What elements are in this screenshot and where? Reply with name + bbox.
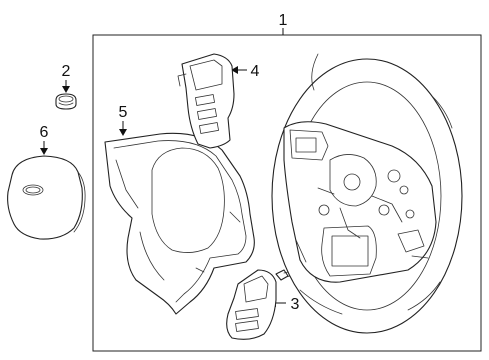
callout-4-switch: 4 [231,63,260,80]
arrowhead-4 [231,66,238,74]
callout-2-screw: 2 [62,63,71,93]
steering-wheel [271,53,463,334]
assembly-frame [92,34,482,352]
callout-label-2: 2 [62,63,71,80]
airbag-module [7,155,86,240]
callout-1-steering-wheel: 1 [279,12,288,35]
switch-assembly-left [177,53,235,149]
callout-label-1: 1 [279,12,288,29]
callout-label-3: 3 [291,296,300,313]
arrowhead-2 [62,86,70,93]
callout-label-4: 4 [251,63,260,80]
switch-assembly-right [226,269,277,340]
arrowhead-5 [119,129,127,136]
screw-part [55,93,77,110]
callout-label-5: 5 [119,104,128,121]
ford-oval-emblem [22,184,44,196]
callout-5-trim-bezel: 5 [119,104,128,136]
callout-6-airbag: 6 [40,124,49,155]
trim-bezel-part [104,132,255,315]
arrowhead-6 [40,148,48,155]
callout-label-6: 6 [40,124,49,141]
